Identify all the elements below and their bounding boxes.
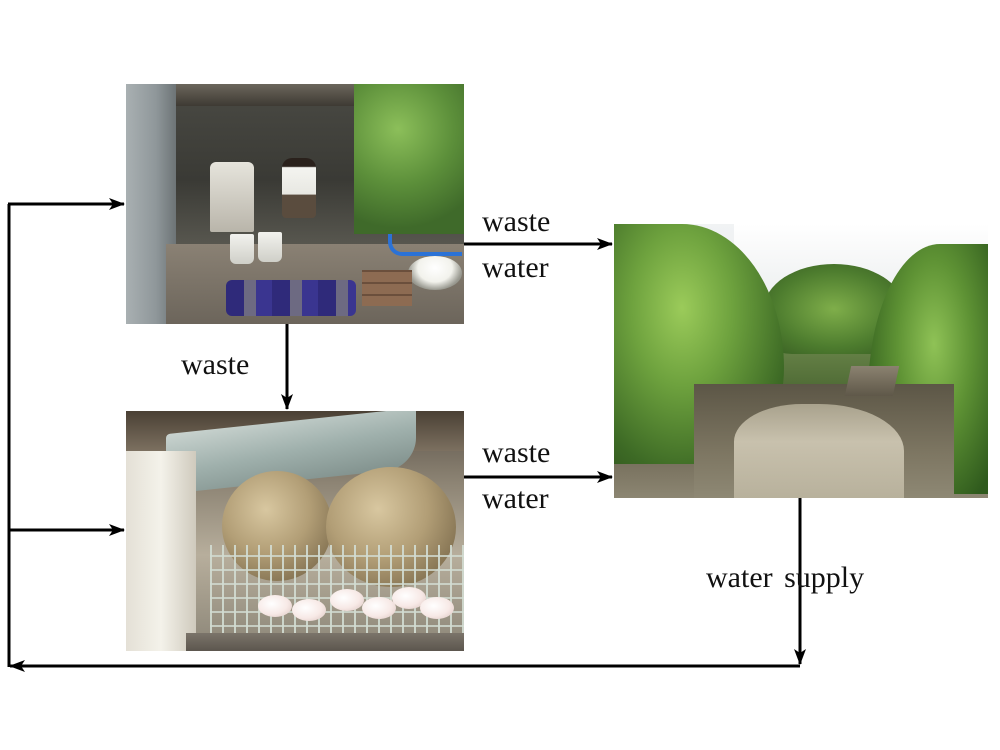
label-workshop-to-canal-line2: water [482, 251, 549, 284]
pig [362, 597, 396, 619]
basin [408, 256, 462, 290]
pigpen-wall [126, 451, 196, 651]
label-water-supply: water supply [706, 561, 865, 594]
workshop-roof [176, 84, 406, 106]
label-pigpen-to-canal-line2: water [482, 482, 549, 515]
bucket [258, 232, 282, 262]
label-pigpen-to-canal-line1: waste [482, 436, 551, 469]
label-workshop-to-canal-line1: waste [482, 205, 551, 238]
bucket [230, 234, 254, 264]
pig [292, 599, 326, 621]
canal-water [734, 404, 904, 498]
pigpen-photo [126, 411, 464, 651]
bricks [362, 270, 412, 306]
pig [258, 595, 292, 617]
pig [420, 597, 454, 619]
worker [282, 158, 316, 218]
pigpen-floor [186, 633, 464, 651]
foliage [354, 84, 464, 234]
stone-grinder [210, 162, 254, 232]
blue-hose [388, 234, 462, 256]
pig [392, 587, 426, 609]
workshop-photo [126, 84, 464, 324]
boat [844, 366, 900, 396]
canal-photo [614, 224, 988, 498]
label-workshop-to-pigpen: waste [181, 348, 250, 381]
pig [330, 589, 364, 611]
sacks [226, 280, 356, 316]
